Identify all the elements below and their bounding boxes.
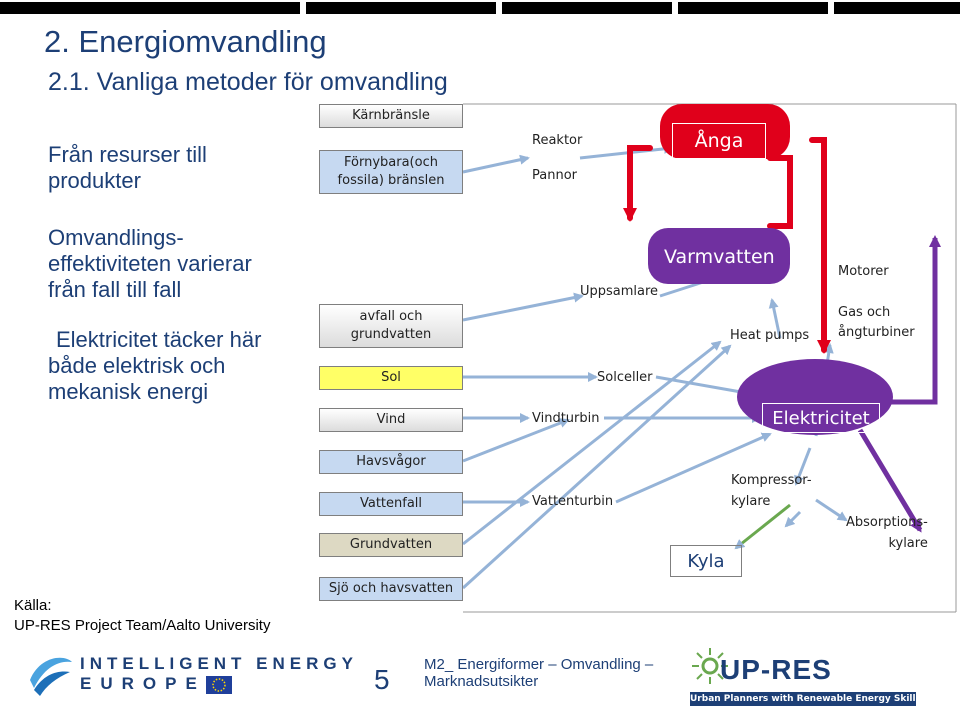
module-title-line: M2_ Energiformer – Omvandling – bbox=[424, 656, 654, 673]
slide-subtitle: 2.1. Vanliga metoder för omvandling bbox=[48, 68, 448, 96]
intelligent-energy-swoosh-icon bbox=[30, 657, 72, 696]
source-text: UP-RES Project Team/Aalto University bbox=[14, 617, 271, 634]
cooling-label: Kyla bbox=[670, 545, 742, 577]
resource-sun: Sol bbox=[319, 366, 463, 390]
efficiency-paragraph: Omvandlings- effektiviteten varierar frå… bbox=[48, 225, 252, 303]
box-line: Förnybara(och bbox=[344, 155, 438, 170]
hot-water-label: Varmvatten bbox=[664, 246, 775, 268]
upres-tagline: Urban Planners with Renewable Energy Ski… bbox=[690, 692, 921, 706]
module-title: M2_ Energiformer – Omvandling – Marknads… bbox=[424, 656, 653, 690]
resource-lake-sea-water: Sjö och havsvatten bbox=[319, 577, 463, 601]
electricity-label: Elektricitet bbox=[762, 403, 880, 433]
converter-heat-pumps: Heat pumps bbox=[730, 328, 810, 343]
left-heading: Från resurser till produkter bbox=[48, 142, 207, 194]
page-number: 5 bbox=[374, 664, 390, 695]
resource-nuclear-fuel: Kärnbränsle bbox=[319, 104, 463, 128]
resource-renewable-fuels: Förnybara(och fossila) bränslen bbox=[319, 150, 463, 194]
converter-reactor: Reaktor bbox=[532, 133, 583, 148]
end-use-motors: Motorer bbox=[838, 264, 889, 279]
europe-logo-text: EUROPE bbox=[80, 674, 206, 693]
converter-water-turbine: Vattenturbin bbox=[532, 494, 614, 509]
module-title-line: Marknadsutsikter bbox=[424, 673, 539, 690]
eu-flag-icon bbox=[206, 676, 232, 694]
steam-arrows bbox=[623, 137, 831, 354]
left-heading-line: produkter bbox=[48, 168, 141, 193]
slide-title: 2. Energiomvandling bbox=[44, 24, 327, 59]
top-decor-bar bbox=[0, 0, 960, 16]
electricity-paragraph: Elektricitet täcker här både elektrisk o… bbox=[48, 327, 261, 405]
left-heading-line: Från resurser till bbox=[48, 142, 207, 167]
steam-label: Ånga bbox=[672, 123, 766, 159]
label-line: kylare bbox=[888, 536, 928, 551]
upres-sun-icon bbox=[692, 648, 728, 684]
box-line: avfall och bbox=[359, 309, 423, 324]
hot-water-node bbox=[648, 228, 790, 284]
converter-wind-turbine: Vindturbin bbox=[532, 411, 600, 426]
slide-footer: INTELLIGENT ENERGY EUROPE 5 M2_ Energifo… bbox=[0, 640, 960, 716]
electricity-node bbox=[737, 359, 893, 435]
resource-waterfall: Vattenfall bbox=[319, 492, 463, 516]
steam-node bbox=[660, 104, 790, 159]
converter-compressor-chiller: Kompressor- kylare bbox=[731, 472, 812, 511]
paragraph-line: mekanisk energi bbox=[48, 379, 209, 404]
end-use-turbines: Gas och ångturbiner bbox=[838, 304, 915, 342]
paragraph-line: både elektrisk och bbox=[48, 353, 226, 378]
intelligent-energy-logo-text: INTELLIGENT ENERGY bbox=[80, 654, 358, 673]
label-line: kylare bbox=[731, 494, 771, 509]
energy-flow-diagram bbox=[461, 103, 957, 613]
paragraph-line: Omvandlings- bbox=[48, 225, 184, 250]
cooling-arrow bbox=[734, 503, 791, 550]
label-line: ångturbiner bbox=[838, 325, 915, 340]
resource-waste-groundwater: avfall och grundvatten bbox=[319, 304, 463, 348]
paragraph-line: effektiviteten varierar bbox=[48, 251, 252, 276]
resource-wind: Vind bbox=[319, 408, 463, 432]
resource-groundwater: Grundvatten bbox=[319, 533, 463, 557]
label-line: Kompressor- bbox=[731, 473, 812, 488]
box-line: fossila) bränslen bbox=[337, 173, 445, 188]
upres-logo-text: UP-RES bbox=[720, 654, 832, 685]
paragraph-line: Elektricitet täcker här bbox=[56, 327, 262, 352]
label-line: Gas och bbox=[838, 305, 891, 320]
source-label: Källa: bbox=[14, 597, 52, 614]
resource-waves: Havsvågor bbox=[319, 450, 463, 474]
converter-solar-cells: Solceller bbox=[597, 370, 653, 385]
converter-absorption-chiller: Absorptions- kylare bbox=[846, 514, 928, 553]
converter-boilers: Pannor bbox=[532, 168, 577, 183]
converter-collectors: Uppsamlare bbox=[580, 284, 659, 299]
box-line: grundvatten bbox=[350, 327, 432, 342]
paragraph-line: från fall till fall bbox=[48, 277, 182, 302]
label-line: Absorptions- bbox=[846, 515, 928, 530]
source-citation: Källa: UP-RES Project Team/Aalto Univers… bbox=[14, 596, 270, 636]
